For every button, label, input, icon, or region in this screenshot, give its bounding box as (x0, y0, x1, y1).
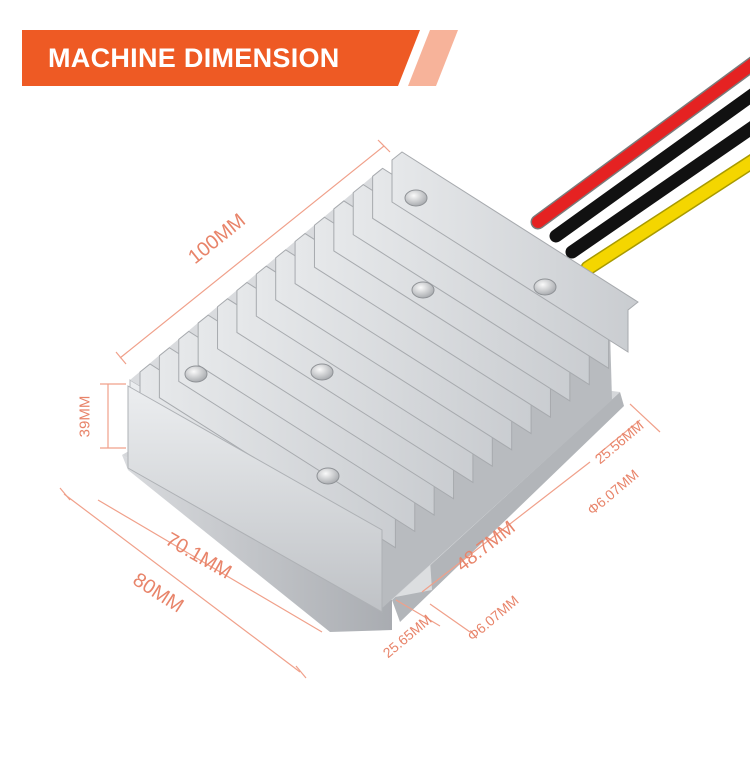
dimension-lines (59, 139, 661, 679)
height-dimension-label: 39MM (76, 395, 94, 438)
cooling-fins (139, 151, 639, 565)
cable-bundle (530, 56, 750, 276)
banner-title: MACHINE DIMENSION (48, 43, 340, 73)
screw-heads (184, 189, 557, 485)
title-banner (22, 30, 458, 86)
end-plate (127, 385, 383, 613)
cooling-fin (391, 151, 639, 353)
